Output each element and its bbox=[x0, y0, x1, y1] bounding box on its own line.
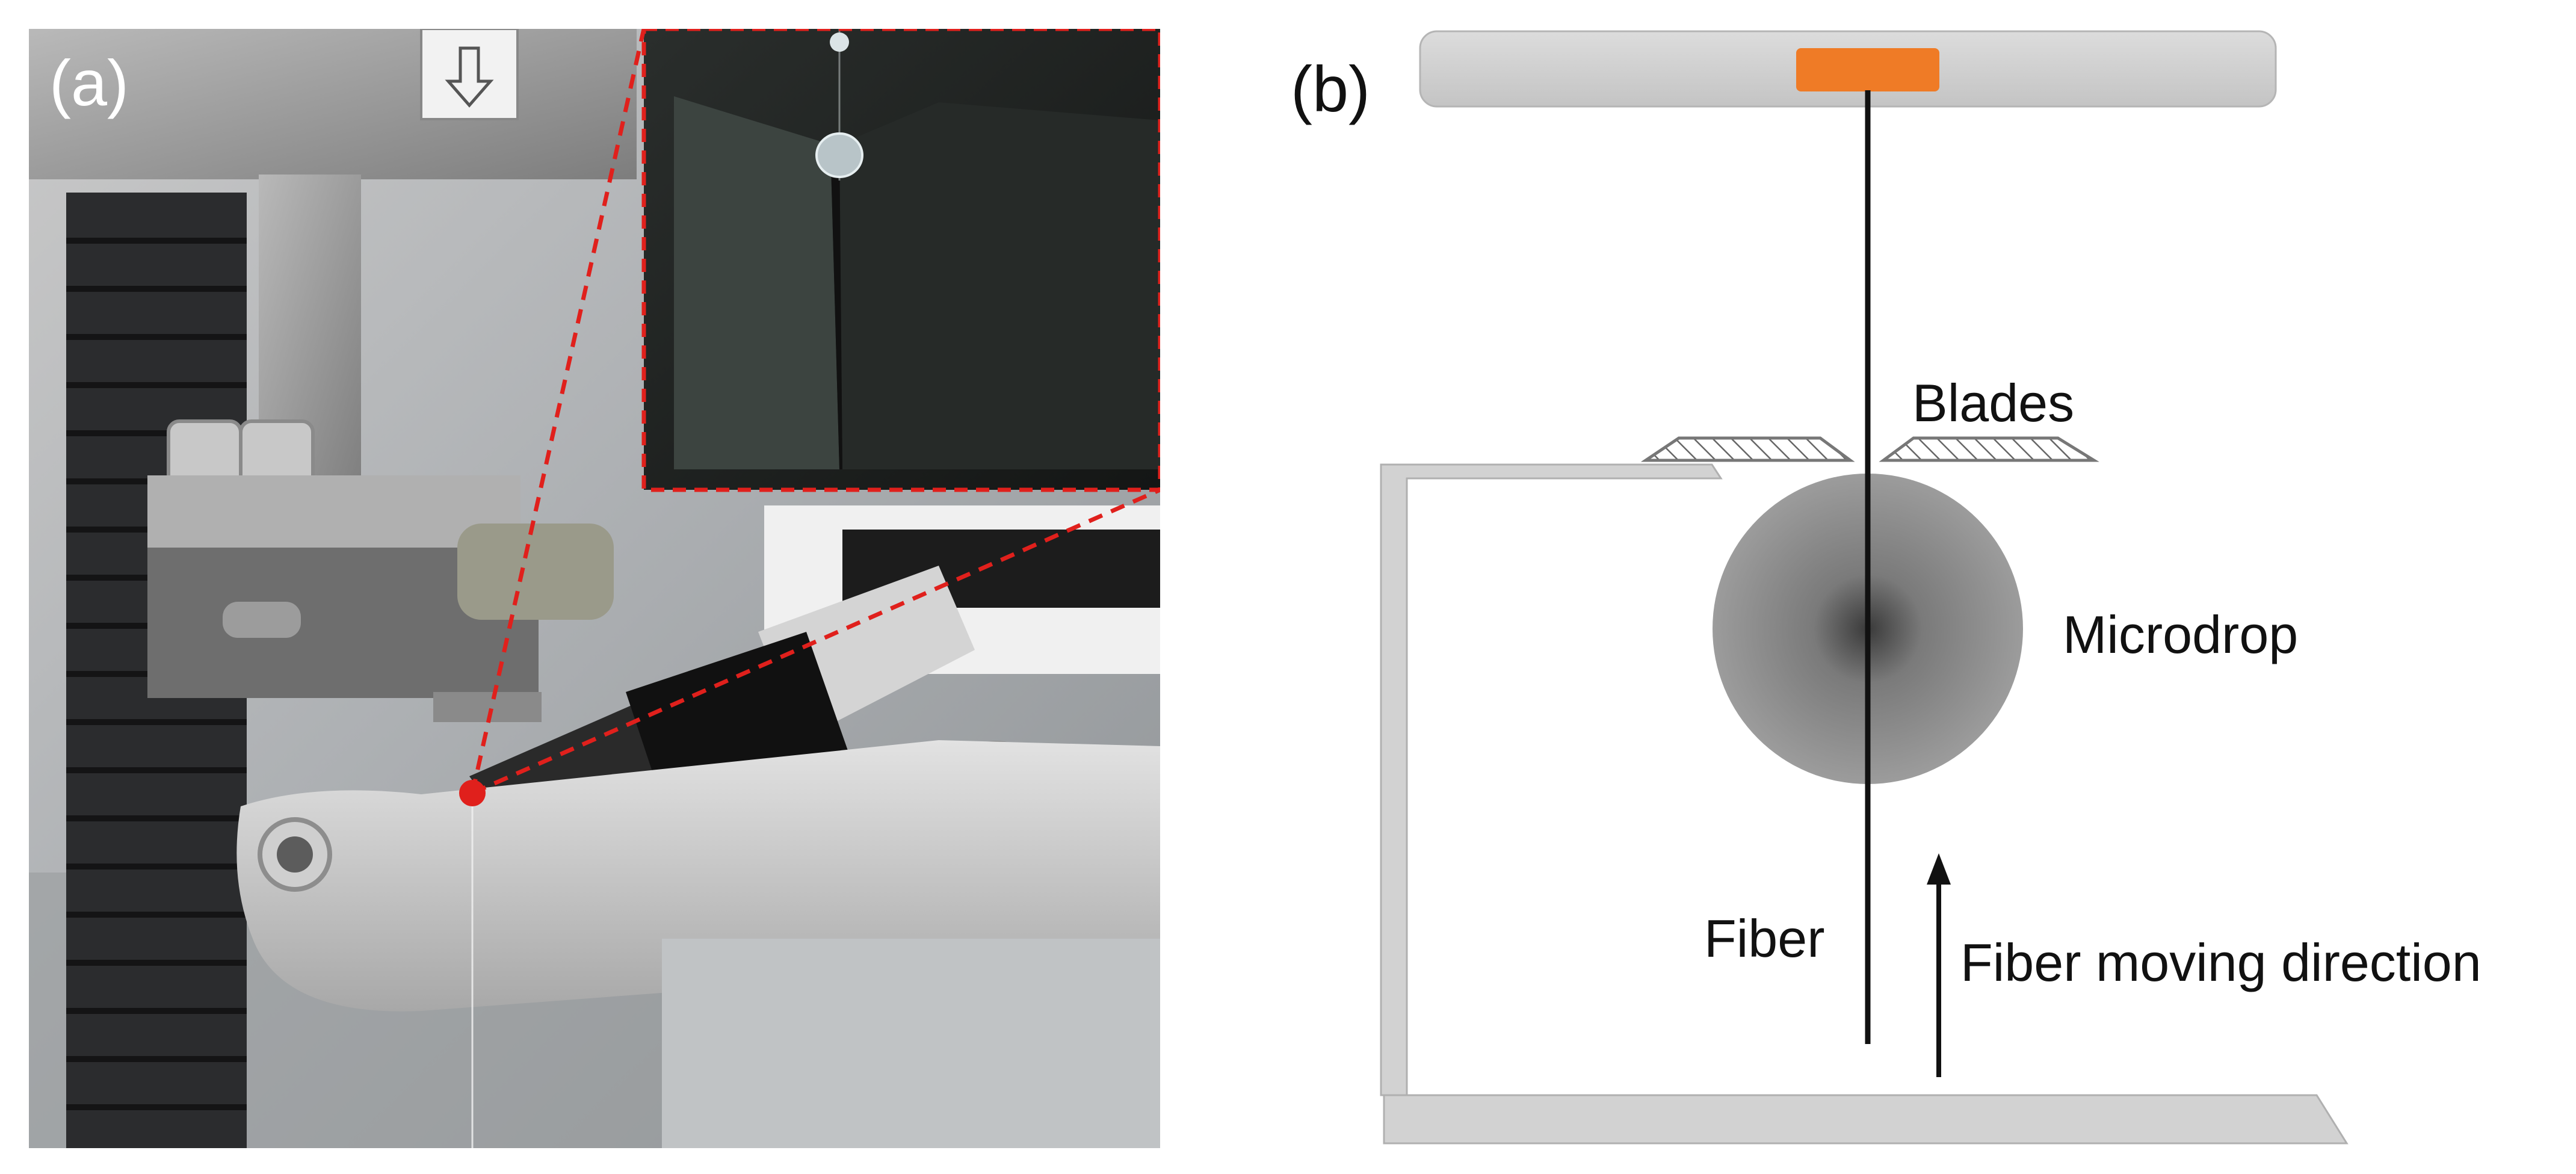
blade-left bbox=[1640, 436, 1855, 462]
base-block bbox=[662, 939, 1160, 1148]
panel-a-label: (a) bbox=[49, 46, 129, 119]
direction-arrow-head-icon bbox=[1927, 853, 1951, 885]
panel-b-label: (b) bbox=[1291, 52, 1370, 125]
knurled-knob bbox=[457, 524, 614, 620]
clamp-plate bbox=[147, 475, 520, 554]
holder-base bbox=[1383, 1094, 2349, 1145]
down-arrow-icon bbox=[445, 46, 494, 108]
callout-point bbox=[459, 780, 486, 806]
arm-hole-inner bbox=[277, 836, 313, 873]
inset-blade-right bbox=[839, 102, 1160, 469]
panel-b-diagram: (b) Blades Microdrop Fiber Fiber moving … bbox=[1291, 30, 2482, 1145]
fiber-clamp bbox=[1796, 48, 1939, 91]
inset-gap bbox=[830, 144, 842, 469]
panel-a-photo bbox=[29, 29, 1160, 1148]
direction-label: Fiber moving direction bbox=[1960, 933, 2482, 992]
callout-line-top bbox=[470, 29, 646, 794]
inset-droplet bbox=[815, 132, 863, 178]
blade-right bbox=[1879, 436, 2099, 462]
microdrop-label: Microdrop bbox=[2063, 605, 2298, 664]
holder-frame bbox=[1380, 463, 1723, 1096]
callout-line-bottom bbox=[471, 487, 1160, 796]
blades-label: Blades bbox=[1912, 373, 2074, 433]
clamp-pin bbox=[223, 602, 301, 638]
inset-blade-left bbox=[674, 96, 839, 469]
zoom-inset-border bbox=[641, 29, 1160, 492]
inset-small-droplet bbox=[830, 32, 849, 52]
fiber-label: Fiber bbox=[1704, 909, 1825, 968]
load-cell-block bbox=[29, 29, 637, 179]
